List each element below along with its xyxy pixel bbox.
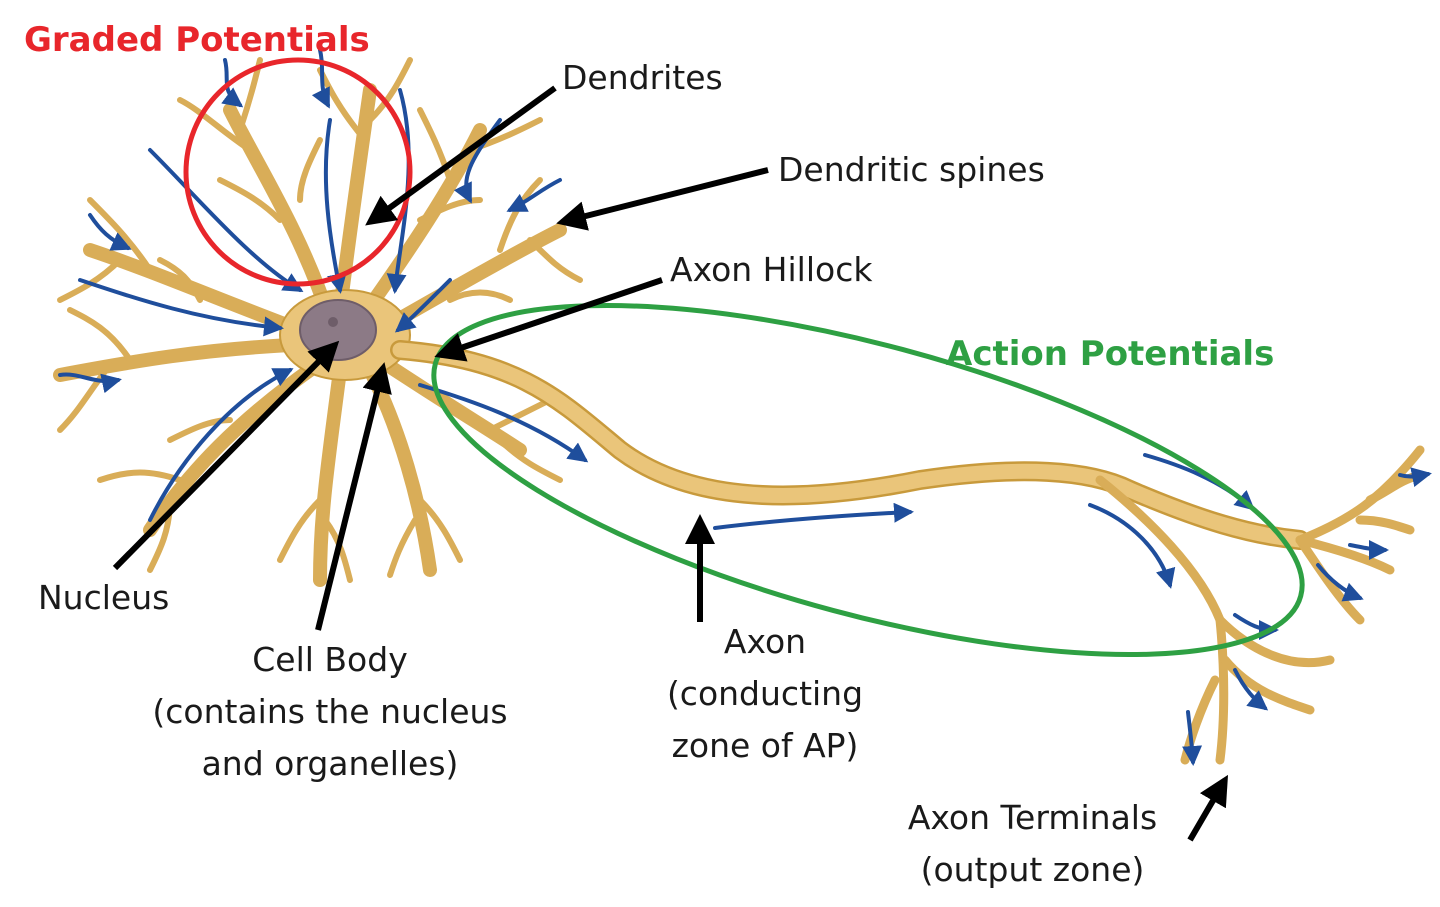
dendritic-spines-pointer — [556, 167, 769, 231]
axon-label: Axon (conducting zone of AP) — [620, 616, 910, 772]
nucleus-label: Nucleus — [38, 578, 170, 617]
axon-hillock-label: Axon Hillock — [670, 250, 873, 289]
dendrites — [53, 57, 583, 587]
axon-line-3: zone of AP) — [671, 726, 859, 765]
dendritic-spines-label: Dendritic spines — [778, 150, 1045, 189]
axon-hillock-pointer — [434, 277, 663, 362]
dendrites-label: Dendrites — [562, 58, 723, 97]
axon-terminals-line-2: (output zone) — [920, 850, 1145, 889]
axon-terminals-pointer — [1187, 774, 1229, 842]
pointer-arrows — [112, 85, 1229, 842]
axon-line-1: Axon — [723, 622, 807, 661]
graded-potentials-circle — [183, 57, 413, 287]
action-potentials-label: Action Potentials — [946, 334, 1275, 374]
action-potentials-ellipse — [431, 303, 1305, 657]
dendrites-pointer — [365, 85, 557, 226]
cell-body-label: Cell Body (contains the nucleus and orga… — [130, 634, 530, 790]
signal-arrows — [58, 48, 1432, 766]
graded-potentials-label: Graded Potentials — [24, 20, 370, 60]
cell-body-line-2: (contains the nucleus — [152, 692, 508, 731]
cell-body-line-1: Cell Body — [252, 640, 408, 679]
cell-body-line-3: and organelles) — [201, 744, 459, 783]
axon-terminals-label: Axon Terminals (output zone) — [880, 792, 1185, 896]
axon-line-2: (conducting — [666, 674, 864, 713]
cell-body-pointer — [315, 362, 392, 631]
axon-terminals-line-1: Axon Terminals — [907, 798, 1158, 837]
nucleus-shape — [299, 299, 377, 361]
nucleus-pointer — [112, 340, 340, 571]
